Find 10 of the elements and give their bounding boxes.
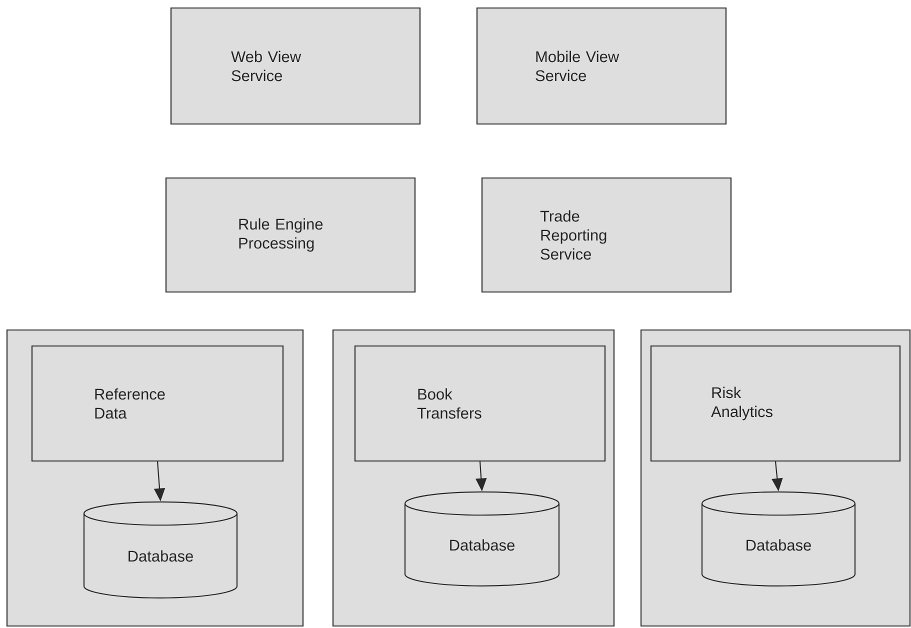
database-cylinder: Database [701,491,856,586]
service-box: Web View Service [170,7,421,125]
service-box: Risk Analytics [650,345,901,462]
database-cylinder: Database [404,491,560,586]
service-box: Trade Reporting Service [481,177,732,293]
service-box: Mobile View Service [476,7,727,125]
service-box: Rule Engine Processing [165,177,416,293]
service-box: Book Transfers [354,345,606,462]
database-cylinder: Database [83,501,238,598]
service-box: Reference Data [31,345,284,462]
